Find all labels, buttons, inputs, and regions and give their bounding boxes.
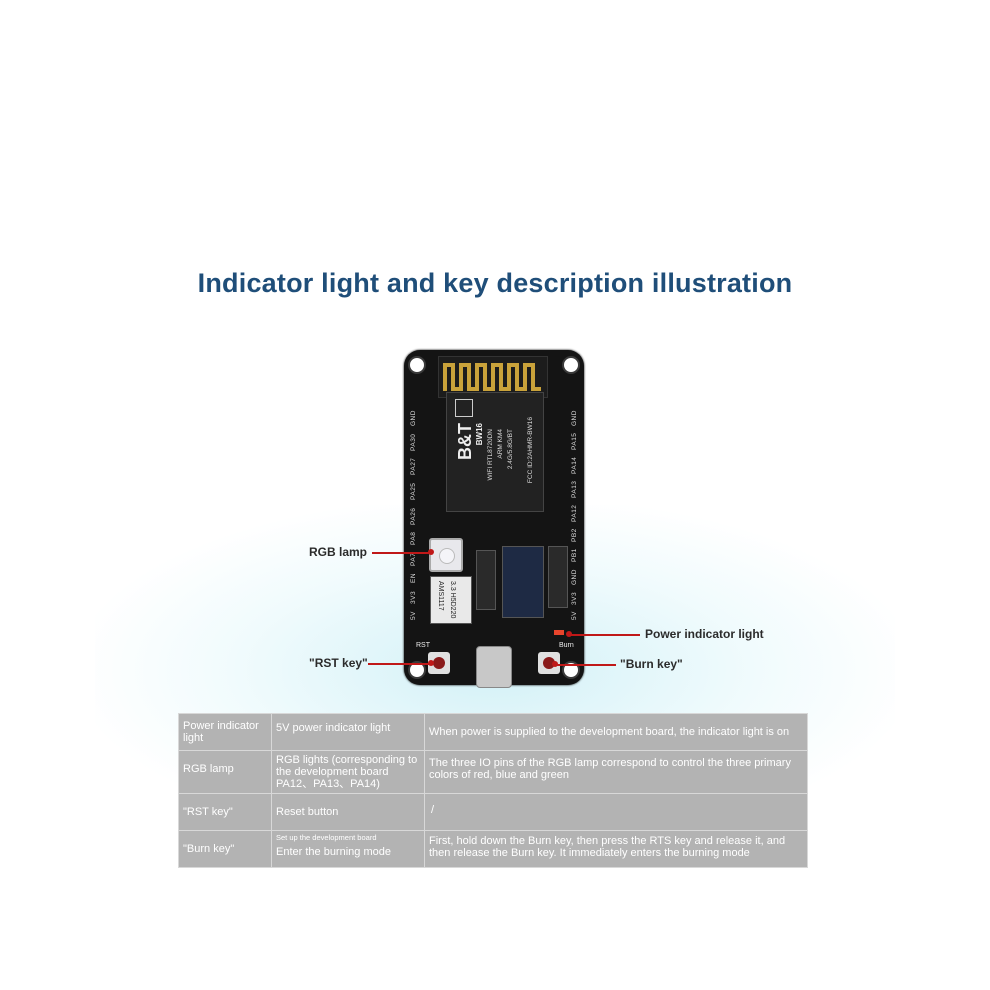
callout-rst-key: "RST key" [309, 656, 368, 670]
usb-c-port [476, 646, 512, 688]
pin-label: GND [571, 410, 578, 426]
pin-label: 3V3 [410, 590, 417, 604]
row-function: RGB lights (corresponding to the develop… [271, 749, 425, 795]
pin-label: GND [571, 568, 578, 585]
row-description: The three IO pins of the RGB lamp corres… [424, 749, 808, 795]
pin-label: 5V [571, 611, 578, 620]
pin-label: 5V [410, 611, 417, 620]
pin-label: PA12 [571, 504, 578, 522]
callout-burn-key: "Burn key" [620, 657, 683, 671]
mount-hole [408, 356, 426, 374]
arrow-dot [552, 661, 558, 667]
pin-label: PA13 [571, 480, 578, 498]
row-description: / [424, 793, 808, 832]
arrow-dot [428, 660, 434, 666]
arrow-rst-key [368, 663, 430, 665]
pin-label: PA26 [410, 507, 417, 525]
pin-label: PA30 [410, 433, 417, 451]
page-title: Indicator light and key description illu… [197, 268, 793, 298]
arrow-dot [566, 631, 572, 637]
pin-label: PA15 [571, 432, 578, 450]
pin-header [548, 546, 568, 608]
model-text: BW16 [475, 423, 484, 446]
mount-hole [562, 356, 580, 374]
arrow-power-light [570, 634, 640, 636]
rgb-lamp [429, 538, 463, 572]
table-row: "RST key" Reset button / [178, 793, 808, 832]
callout-rgb-lamp: RGB lamp [309, 545, 368, 559]
row-description: When power is supplied to the developmen… [424, 713, 808, 751]
power-indicator-led [554, 630, 564, 635]
brand-text: B&T [455, 423, 475, 460]
description-table: Power indicator light 5V power indicator… [178, 713, 808, 869]
pin-label: PA25 [410, 482, 417, 501]
burn-board-label: Burn [559, 642, 574, 649]
wifi-module: B&T BW16 WIFI RTL8720DN ARM KM4 2.4G/5.8… [446, 392, 544, 512]
rst-key [428, 652, 450, 674]
callout-power-light: Power indicator light [645, 627, 764, 641]
row-function-note: Set up the development board [276, 833, 377, 843]
arrow-dot [428, 549, 434, 555]
pin-label: PA8 [410, 532, 417, 546]
module-line: ARM KM4 [497, 429, 504, 459]
table-row: Power indicator light 5V power indicator… [178, 713, 808, 751]
row-function: Enter the burning mode [276, 845, 391, 858]
row-name: Power indicator light [178, 713, 272, 751]
pin-label: EN [410, 573, 417, 584]
row-name: "RST key" [178, 793, 272, 832]
row-name: RGB lamp [178, 749, 272, 795]
right-pin-labels: 5V 3V3 GND PB1 PB2 PA12 PA13 PA14 PA15 G… [571, 410, 578, 620]
mount-hole [408, 661, 426, 679]
pin-label: PA27 [410, 457, 417, 476]
pin-label: PB2 [571, 528, 578, 543]
module-line: 2.4G/5.8G/BT [507, 429, 514, 470]
pin-label: PA7 [410, 552, 417, 567]
pin-label: GND [410, 410, 417, 426]
pin-header [476, 550, 496, 610]
voltage-regulator: AMS1117 3.3 H5D220 [430, 576, 472, 624]
pin-label: PB1 [571, 548, 578, 563]
rst-board-label: RST [416, 642, 430, 649]
regulator-text: AMS1117 [437, 581, 444, 611]
fcc-id-text: FCC ID:2AHMR-BW16 [527, 417, 534, 484]
row-function: 5V power indicator light [271, 713, 425, 751]
row-function: Reset button [271, 793, 425, 832]
dev-board-image: B&T BW16 WIFI RTL8720DN ARM KM4 2.4G/5.8… [404, 350, 584, 688]
table-row: RGB lamp RGB lights (corresponding to th… [178, 749, 808, 795]
row-function-cell: Set up the development board Enter the b… [271, 830, 425, 869]
pin-label: PA14 [571, 456, 578, 474]
usb-serial-chip [502, 546, 544, 618]
pin-label: 3V3 [571, 591, 578, 605]
row-name: "Burn key" [178, 830, 272, 869]
table-row: "Burn key" Set up the development board … [178, 830, 808, 869]
regulator-text: 3.3 H5D220 [449, 581, 456, 619]
arrow-rgb-lamp [372, 552, 430, 554]
row-description: First, hold down the Burn key, then pres… [424, 830, 808, 869]
module-line: WIFI RTL8720DN [487, 429, 494, 481]
arrow-burn-key [556, 664, 616, 666]
left-pin-labels: 5V 3V3 EN PA7 PA8 PA26 PA25 PA27 PA30 GN… [410, 410, 417, 620]
